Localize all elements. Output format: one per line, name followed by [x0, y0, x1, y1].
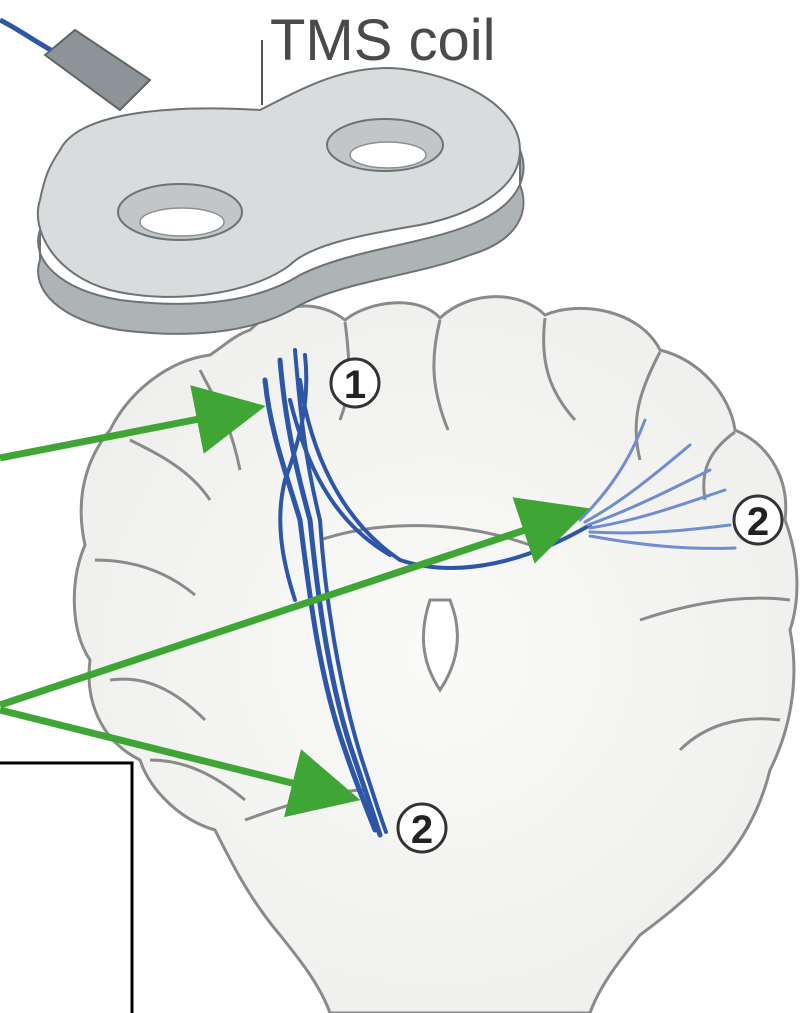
coil-handle: [45, 30, 150, 110]
site-marker-2-right: 2: [734, 496, 782, 544]
brain-section: [74, 297, 797, 1013]
site-marker-1-label: 1: [344, 363, 366, 407]
coil-hole-left-inner: [140, 208, 224, 236]
site-marker-2-bottom: 2: [398, 804, 446, 852]
overlay-box: [0, 763, 132, 1013]
coil-label: TMS coil: [270, 8, 496, 73]
site-marker-1: 1: [331, 359, 379, 407]
site-marker-2-right-label: 2: [747, 500, 769, 544]
site-marker-2-bottom-label: 2: [411, 808, 433, 852]
coil-hole-right-inner: [350, 142, 426, 168]
